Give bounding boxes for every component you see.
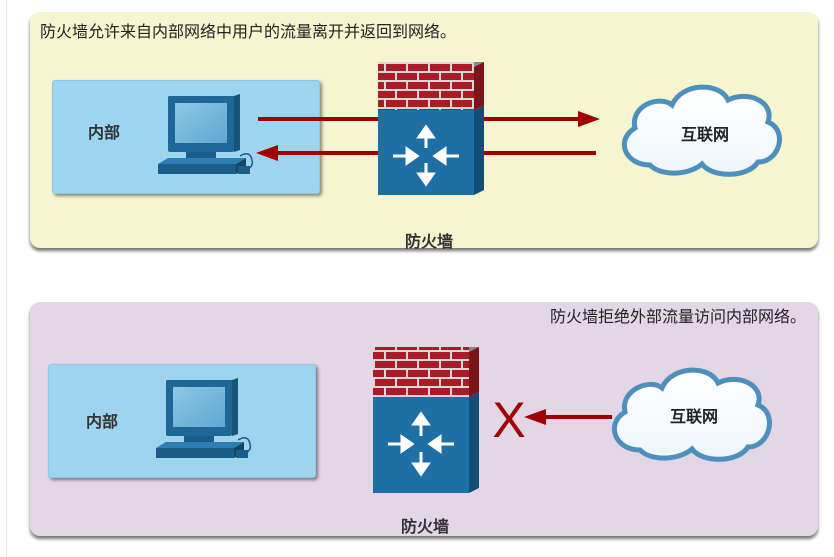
inbound-blocked-arrow <box>524 409 612 425</box>
pc-icon <box>158 94 254 174</box>
firewall-label: 防火墙 <box>405 232 454 251</box>
inside-label: 内部 <box>88 123 121 142</box>
deny-caption: 防火墙拒绝外部流量访问内部网络。 <box>549 307 806 326</box>
internet-label: 互联网 <box>670 407 719 426</box>
outbound-traffic-arrow <box>258 111 600 127</box>
allow-caption: 防火墙允许来自内部网络中用户的流量离开并返回到网络。 <box>40 22 457 41</box>
internet-label: 互联网 <box>681 125 730 144</box>
internet-cloud-icon <box>621 84 782 177</box>
pc-icon <box>156 378 252 458</box>
block-x-icon: X <box>492 392 525 448</box>
firewall-label: 防火墙 <box>401 517 450 536</box>
firewall-icon <box>378 62 484 195</box>
firewall-icon <box>373 347 479 493</box>
page-divider <box>6 0 7 557</box>
internet-cloud-icon <box>611 367 772 462</box>
inside-label: 内部 <box>86 412 119 431</box>
return-traffic-arrow <box>256 145 596 161</box>
